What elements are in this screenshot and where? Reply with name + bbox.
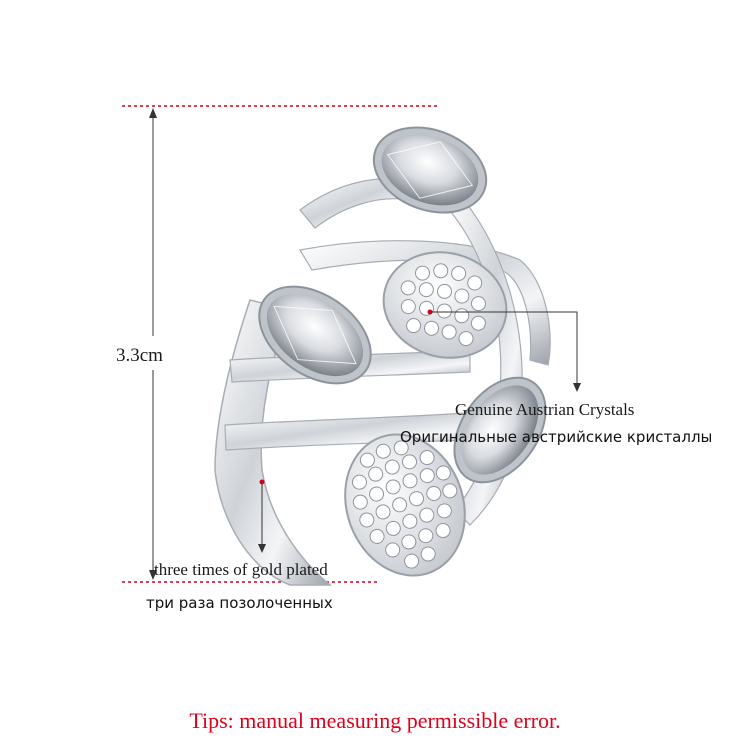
pave-oval-upper <box>382 251 508 359</box>
plating-label-en: three times of gold plated <box>154 560 328 579</box>
callout-dot-crystals <box>427 309 433 315</box>
arrow-up-icon <box>149 108 157 118</box>
gem-top <box>372 126 488 214</box>
tips-footer: Tips: manual measuring permissible error… <box>189 708 561 733</box>
plating-label-ru: три раза позолоченных <box>146 594 333 612</box>
gem-left <box>258 285 372 385</box>
crystals-label-ru: Оригинальные австрийские кристаллы <box>400 428 713 446</box>
pave-oval-lower <box>344 433 466 577</box>
height-dimension-label: 3.3cm <box>116 345 163 366</box>
callout-line-crystals <box>432 311 578 388</box>
arrow-down-icon <box>258 544 266 553</box>
gem-right <box>453 376 547 484</box>
arrow-down-icon <box>573 383 581 392</box>
arrow-down-icon <box>149 570 157 580</box>
crystals-label-en: Genuine Austrian Crystals <box>455 400 635 419</box>
callout-dot-plating <box>259 479 265 485</box>
